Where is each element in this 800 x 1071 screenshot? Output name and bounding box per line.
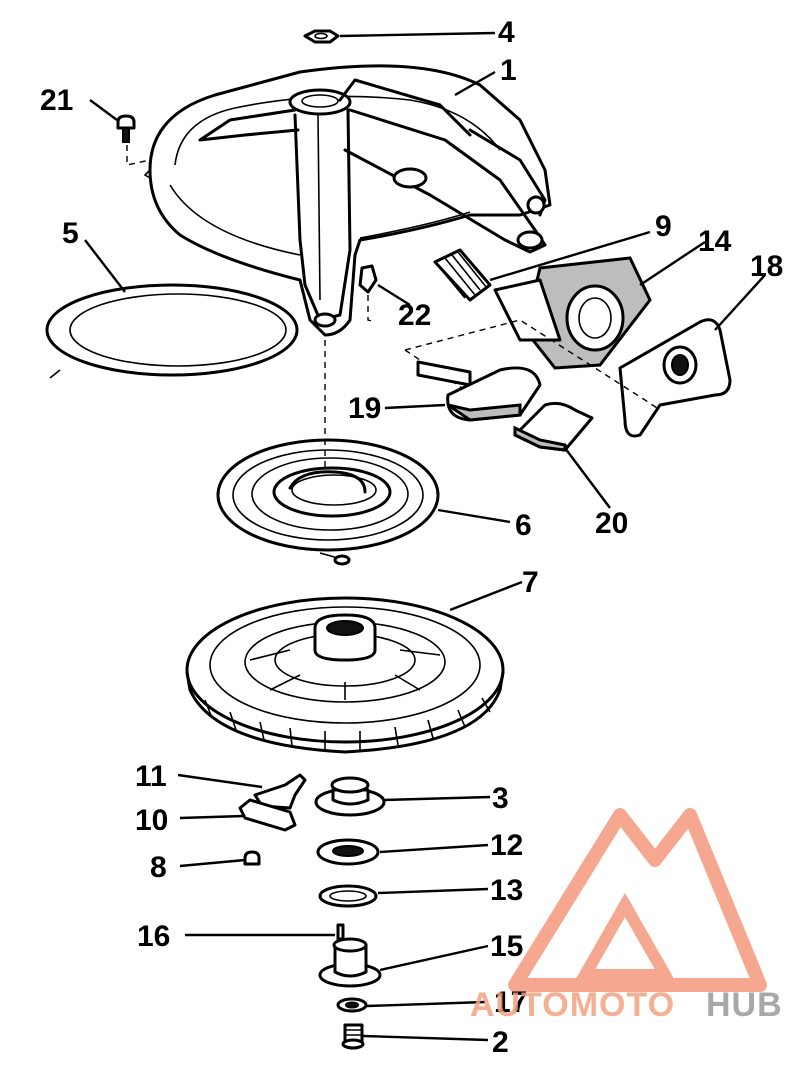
callout-15: 15 bbox=[490, 930, 523, 963]
part-2-bolt bbox=[341, 1023, 365, 1050]
part-20-clip bbox=[513, 401, 594, 452]
callout-21: 21 bbox=[40, 84, 73, 117]
part-8-screw bbox=[243, 850, 261, 866]
callout-11: 11 bbox=[135, 760, 167, 793]
callout-8: 8 bbox=[150, 851, 167, 884]
part-21-screw bbox=[116, 114, 151, 166]
watermark-logo bbox=[508, 808, 767, 992]
part-15-hub bbox=[318, 937, 382, 988]
part-19-handle bbox=[416, 360, 542, 422]
part-17-washer bbox=[336, 997, 368, 1013]
callout-20: 20 bbox=[595, 507, 628, 540]
part-1-housing bbox=[143, 64, 552, 337]
part-12-washer bbox=[316, 838, 380, 866]
callout-22: 22 bbox=[398, 299, 431, 332]
watermark-part2: HUB bbox=[706, 986, 783, 1024]
part-13-o-ring bbox=[318, 884, 378, 908]
part-18-plate bbox=[618, 318, 732, 438]
callout-5: 5 bbox=[62, 217, 79, 250]
callout-4: 4 bbox=[498, 16, 515, 49]
leader-lines bbox=[84, 31, 766, 1042]
callout-16: 16 bbox=[137, 920, 170, 953]
callout-17: 17 bbox=[494, 986, 527, 1019]
part-5-wire-ring bbox=[45, 283, 299, 379]
part-10-pawl-plate bbox=[238, 798, 297, 832]
part-6-rewind-spring bbox=[216, 438, 440, 566]
callout-18: 18 bbox=[750, 250, 783, 283]
callout-12: 12 bbox=[490, 829, 523, 862]
callout-6: 6 bbox=[515, 509, 532, 542]
callout-10: 10 bbox=[135, 804, 168, 837]
callout-19: 19 bbox=[348, 392, 381, 425]
part-9-spring bbox=[433, 248, 492, 302]
callout-labels: 4 1 21 5 9 14 18 22 19 20 6 7 11 10 8 3 … bbox=[40, 16, 783, 1059]
callout-1: 1 bbox=[500, 54, 517, 87]
part-16-pin bbox=[336, 923, 345, 941]
callout-9: 9 bbox=[655, 210, 672, 243]
part-3-bushing bbox=[314, 776, 386, 817]
callout-3: 3 bbox=[492, 782, 509, 815]
part-22-pin bbox=[358, 264, 378, 323]
part-4-nut bbox=[303, 29, 340, 44]
callout-13: 13 bbox=[490, 874, 523, 907]
part-7-pulley bbox=[185, 596, 505, 754]
callout-7: 7 bbox=[522, 566, 539, 599]
watermark-part1: AUTOMOTO bbox=[470, 986, 675, 1024]
callout-2: 2 bbox=[492, 1026, 509, 1059]
watermark-text: AUTOMOTO HUB bbox=[470, 986, 783, 1024]
part-14-handle-boot bbox=[493, 256, 652, 370]
callout-14: 14 bbox=[698, 225, 732, 258]
